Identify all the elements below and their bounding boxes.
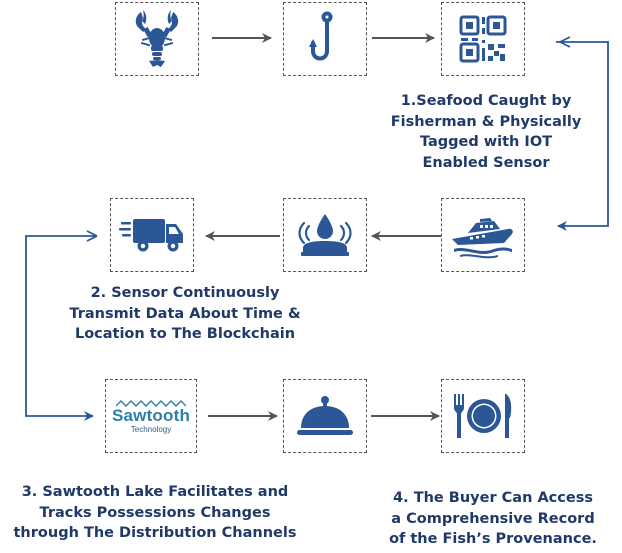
caption-line: 3. Sawtooth Lake Facilitates and [21,484,289,500]
caption-line: Location to The Blockchain [74,326,296,342]
caption-line: Fisherman & Physically [390,113,582,130]
water-drop-sensor-icon [298,214,352,256]
sawtooth-wave-icon [116,399,186,407]
plate-cutlery-icon [454,394,512,438]
box-food-cloche [283,379,367,453]
caption-step-4: 4. The Buyer Can Access a Comprehensive … [373,488,613,550]
boat-icon [452,218,513,259]
connector-right-head-top [559,36,571,48]
fishhook-icon [309,11,333,61]
caption-line: Tagged with IOT [419,134,553,150]
connector-left-head-top [86,230,98,242]
caption-line: through The Distribution Channels [13,525,297,541]
lobster-icon [135,10,179,67]
food-cloche-icon [297,396,353,435]
sawtooth-logo: Sawtooth Technology [112,399,190,434]
caption-line: a Comprehensive Record [391,510,595,527]
caption-line: 2. Sensor Continuously [90,285,280,301]
connector-right [556,41,609,231]
box-fishhook [283,2,367,76]
caption-line: 4. The Buyer Can Access [393,490,593,506]
caption-step-1: 1.Seafood Caught by Fisherman & Physical… [366,91,606,173]
caption-line: Enabled Sensor [422,154,550,171]
box-lobster [115,2,199,76]
box-plate-cutlery [441,379,525,453]
box-qr-code [441,2,525,76]
box-water-sensor [283,198,367,272]
sawtooth-logo-name: Sawtooth [111,405,191,425]
box-boat [441,198,525,272]
qr-code-icon [459,15,507,63]
caption-step-2: 2. Sensor Continuously Transmit Data Abo… [40,283,330,345]
caption-line: 1.Seafood Caught by [400,93,572,109]
delivery-truck-icon [119,219,183,252]
caption-step-3: 3. Sawtooth Lake Facilitates and Tracks … [0,482,310,544]
caption-line: of the Fish’s Provenance. [389,531,597,547]
box-delivery-truck [110,198,194,272]
caption-line: Transmit Data About Time & [69,305,301,322]
sawtooth-logo-sub: Technology [130,424,172,434]
caption-line: Tracks Possessions Changes [39,504,271,521]
box-sawtooth-logo: Sawtooth Technology [105,379,197,453]
connector-left [25,235,97,421]
